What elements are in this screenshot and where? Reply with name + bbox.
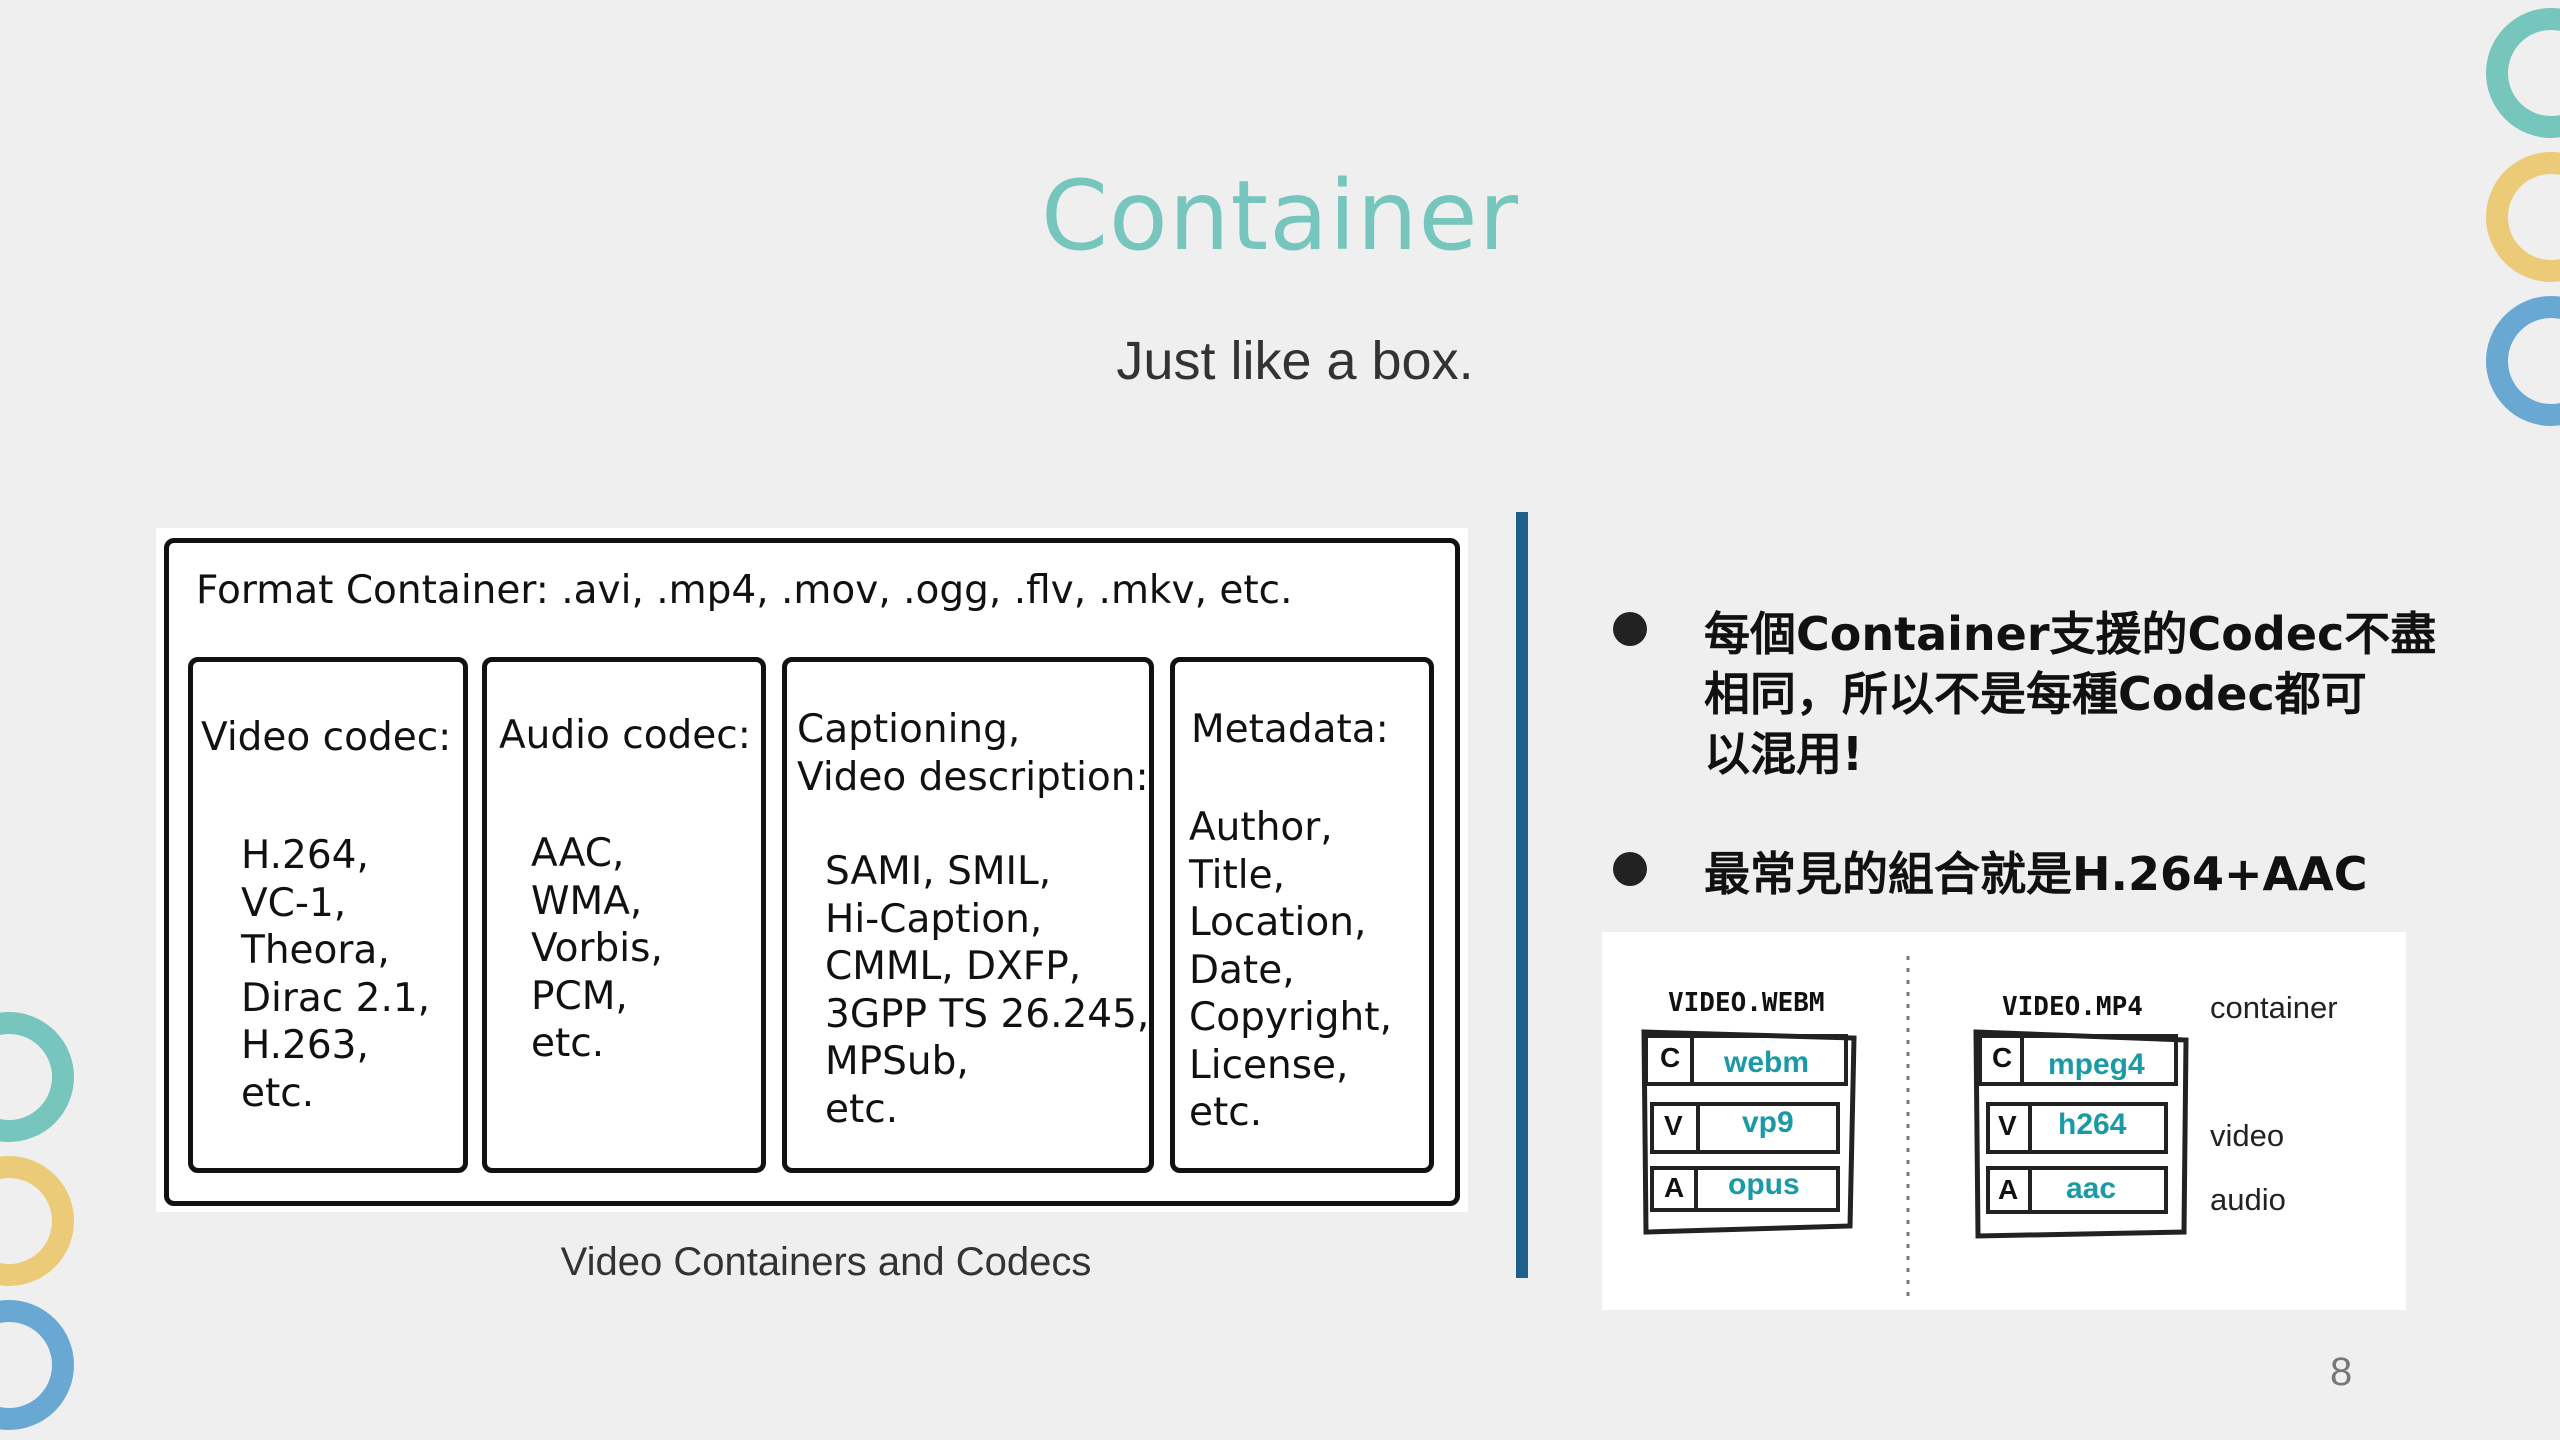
audio-codec-list: AAC, WMA, Vorbis, PCM, etc. <box>531 831 663 1066</box>
metadata-list: Author, Title, Location, Date, Copyright… <box>1189 805 1392 1135</box>
vertical-divider <box>1516 512 1528 1278</box>
audio-codec-box: Audio codec: AAC, WMA, Vorbis, PCM, etc. <box>482 657 766 1173</box>
bullet-text-1: 每個Container支援的Codec不盡 相同，所以不是每種Codec都可 以… <box>1704 607 2437 781</box>
metadata-box: Metadata: Author, Title, Location, Date,… <box>1170 657 1434 1173</box>
sketch-drawing <box>1641 956 2189 1302</box>
mp4-c-letter: C <box>1992 1042 2013 1073</box>
diagram-caption: Video Containers and Codecs <box>560 1240 1092 1284</box>
webm-c-row <box>1644 1034 1848 1086</box>
mp4-video-value: h264 <box>2058 1108 2127 1141</box>
captioning-list: SAMI, SMIL, Hi-Caption, CMML, DXFP, 3GPP… <box>825 849 1150 1132</box>
captioning-heading: Captioning, Video description: <box>797 707 1149 800</box>
mp4-a-letter: A <box>1998 1174 2019 1205</box>
container-sketch-illustration: VIDEO.WEBM VIDEO.MP4 C webm V vp9 A opus… <box>1602 932 2406 1310</box>
webm-a-row <box>1650 1166 1840 1212</box>
decor-ring-teal-bottom <box>0 1012 74 1142</box>
mp4-c-row <box>1978 1034 2178 1086</box>
mp4-audio-value: aac <box>2066 1172 2117 1205</box>
mp4-container-value: mpeg4 <box>2048 1048 2145 1081</box>
format-container-label: Format Container: .avi, .mp4, .mov, .ogg… <box>196 568 1293 613</box>
legend-video: video <box>2210 1118 2285 1153</box>
legend-container: container <box>2210 990 2338 1025</box>
webm-title: VIDEO.WEBM <box>1668 988 1825 1018</box>
webm-audio-value: opus <box>1728 1168 1800 1201</box>
bullet-dot-1 <box>1613 612 1647 646</box>
video-codec-heading: Video codec: <box>201 715 452 760</box>
webm-v-letter: V <box>1664 1110 1683 1141</box>
bullet-text-2: 最常見的組合就是H.264+AAC <box>1704 847 2368 901</box>
bullet-dot-2 <box>1613 852 1647 886</box>
captioning-box: Captioning, Video description: SAMI, SMI… <box>782 657 1154 1173</box>
webm-container-value: webm <box>1724 1046 1810 1079</box>
video-codec-list: H.264, VC-1, Theora, Dirac 2.1, H.263, e… <box>241 833 431 1116</box>
webm-v-row <box>1650 1102 1840 1154</box>
mp4-a-row <box>1986 1166 2168 1214</box>
webm-c-letter: C <box>1660 1042 1681 1073</box>
webm-video-value: vp9 <box>1742 1106 1794 1139</box>
audio-codec-heading: Audio codec: <box>499 713 751 758</box>
slide-subtitle: Just like a box. <box>1116 331 1474 391</box>
page-number: 8 <box>2330 1350 2353 1394</box>
decor-ring-blue-bottom <box>0 1300 74 1430</box>
webm-a-letter: A <box>1664 1172 1685 1203</box>
decor-ring-yellow-bottom <box>0 1156 74 1286</box>
mp4-title: VIDEO.MP4 <box>2002 992 2143 1022</box>
metadata-heading: Metadata: <box>1191 707 1389 752</box>
mp4-v-row <box>1986 1102 2168 1154</box>
mp4-v-letter: V <box>1998 1110 2017 1141</box>
slide-title: Container <box>1040 160 1520 272</box>
decor-ring-teal-top <box>2486 8 2560 138</box>
video-codec-box: Video codec: H.264, VC-1, Theora, Dirac … <box>188 657 468 1173</box>
legend-audio: audio <box>2210 1182 2286 1217</box>
